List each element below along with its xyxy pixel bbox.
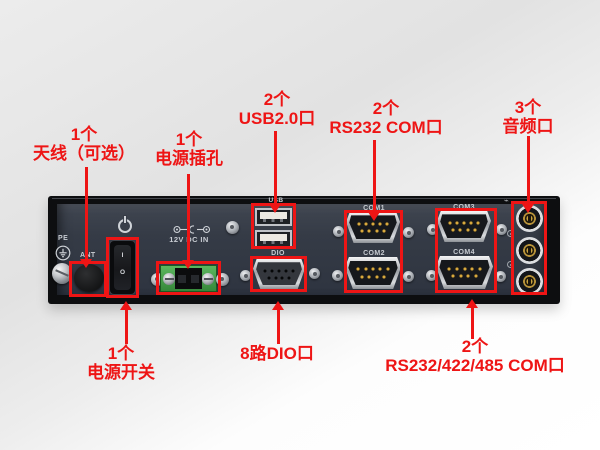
com12-highlight-box: [344, 210, 403, 293]
annotation-usb: 2个 USB2.0口: [239, 90, 316, 128]
arrowhead-rs232-422-485: [466, 299, 478, 308]
com4-label: COM4: [453, 249, 475, 256]
audio-jack-2: [516, 237, 543, 264]
dio-port: [253, 259, 305, 289]
power-switch-highlight-box: [106, 237, 139, 298]
annotation-rs232-422-485-count: 2个: [461, 337, 489, 356]
annotation-audio-count: 3个: [514, 98, 542, 117]
annotation-power-switch-label: 电源开关: [87, 363, 155, 382]
standoff-screw: [495, 271, 506, 282]
switch-on-label: I: [121, 252, 124, 259]
standoff-screw: [240, 270, 251, 281]
com4-port: [436, 256, 493, 289]
annotation-power-switch-count: 1个: [107, 344, 135, 363]
dio-label: DIO: [271, 250, 285, 257]
annotation-rs232: 2个 RS232 COM口: [329, 99, 442, 137]
arrow-line-usb: [274, 131, 277, 205]
audio-highlight-box: [511, 201, 547, 295]
com1-pins: [349, 215, 397, 240]
com1-port: [346, 212, 400, 243]
annotation-power-jack: 1个 电源插孔: [155, 130, 223, 168]
dc-terminal-socket: [175, 268, 202, 289]
arrow-line-power-switch: [125, 310, 128, 344]
chassis-screw: [52, 263, 72, 284]
annotation-power-jack-count: 1个: [175, 130, 203, 149]
annotation-antenna-count: 1个: [70, 125, 98, 144]
power-switch: I O: [109, 240, 136, 295]
standoff-screw: [333, 226, 344, 237]
standoff-screw: [427, 224, 438, 235]
standoff-screw: [403, 271, 414, 282]
annotation-audio-label: 音频口: [502, 117, 554, 136]
standoff-screw: [332, 270, 343, 281]
usb-contacts: [263, 219, 284, 222]
ground-icon: [55, 245, 71, 261]
power-switch-rocker: I O: [114, 245, 131, 290]
annotation-usb-label: USB2.0口: [238, 109, 316, 128]
audio-jack-3: [516, 268, 543, 295]
switch-off-label: O: [119, 269, 126, 276]
terminal-screw-right: [202, 273, 214, 285]
annotation-audio: 3个 音频口: [503, 98, 554, 136]
power-icon: [118, 219, 132, 233]
usb-contacts: [263, 241, 284, 244]
annotation-antenna-label: 天线（可选）: [33, 144, 135, 163]
arrow-line-dio: [277, 310, 280, 344]
com2-label: COM2: [363, 250, 385, 257]
arrowhead-dio: [272, 301, 284, 310]
arrowhead-audio: [522, 204, 534, 213]
arrowhead-power-switch: [120, 301, 132, 310]
annotation-power-jack-label: 电源插孔: [155, 149, 223, 168]
arrow-line-audio: [527, 136, 530, 205]
antenna-port: [74, 264, 104, 292]
annotation-rs232-422-485-label: RS232/422/485 COM口: [385, 356, 565, 375]
com2-port: [345, 257, 401, 289]
usb-tongue: [260, 212, 287, 219]
arrow-line-rs232-422-485: [471, 308, 474, 339]
annotation-dio-label: 8路DIO口: [240, 344, 314, 363]
arrow-line-power-jack: [187, 174, 190, 261]
arrowhead-usb: [269, 204, 281, 213]
annotation-rs232-422-485: 2个 RS232/422/485 COM口: [385, 337, 565, 375]
audio-jack-1: [516, 205, 543, 232]
com34-highlight-box: [435, 208, 497, 293]
arrowhead-rs232: [368, 212, 380, 221]
annotation-dio: 8路DIO口: [240, 344, 314, 363]
dio-port-holes: [256, 262, 302, 286]
standoff-screw: [309, 268, 320, 279]
panel-corner-mark: ⌁: [504, 196, 509, 205]
usb-tongue: [260, 234, 287, 241]
com3-label: COM3: [453, 204, 475, 211]
annotation-antenna: 1个 天线（可选）: [33, 125, 135, 163]
arrow-line-antenna: [85, 167, 88, 260]
pe-label: PE: [58, 235, 69, 242]
com3-pins: [440, 214, 488, 239]
com3-port: [437, 211, 491, 242]
dio-highlight-box: [250, 256, 307, 292]
com2-pins: [348, 260, 398, 286]
panel-screw-top: [226, 221, 239, 234]
com4-pins: [439, 259, 490, 286]
terminal-screw-left: [163, 273, 175, 285]
annotation-rs232-label: RS232 COM口: [329, 118, 443, 137]
standoff-screw: [496, 224, 507, 235]
arrowhead-antenna: [80, 259, 92, 268]
arrowhead-power-jack: [182, 260, 194, 269]
dc-polarity-icon: [173, 225, 211, 234]
standoff-screw: [426, 270, 437, 281]
arrow-line-rs232: [373, 140, 376, 213]
standoff-screw: [403, 227, 414, 238]
annotation-usb-count: 2个: [263, 90, 291, 109]
annotation-power-switch: 1个 电源开关: [87, 344, 155, 382]
annotation-rs232-count: 2个: [372, 99, 400, 118]
